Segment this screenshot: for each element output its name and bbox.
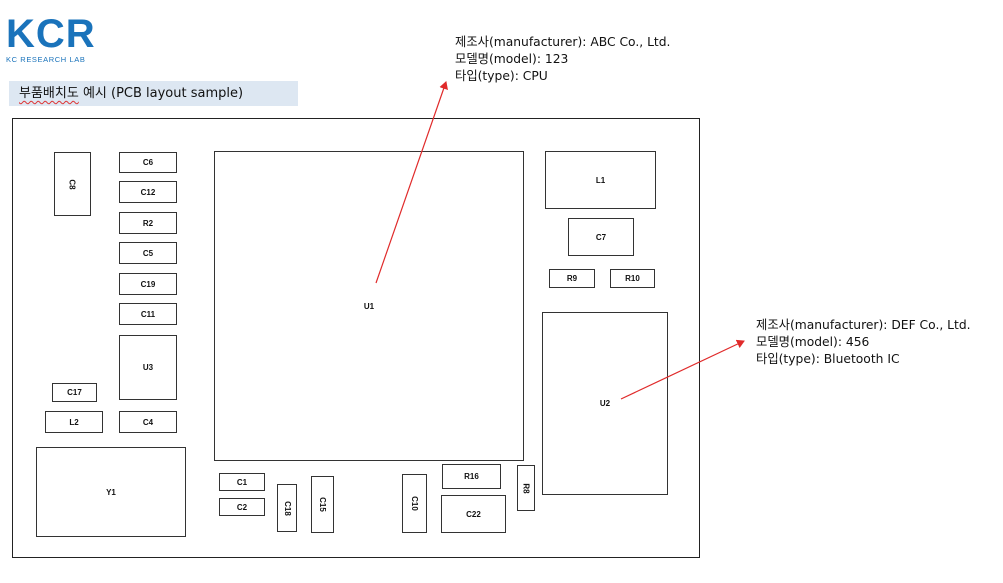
component-u2: U2 bbox=[542, 312, 668, 495]
pcb-board-outline bbox=[12, 118, 700, 558]
logo-mark: KCR bbox=[6, 12, 96, 56]
title-rest: 예시 (PCB layout sample) bbox=[78, 86, 244, 101]
component-c22: C22 bbox=[441, 495, 506, 533]
title-korean: 부품배치도 bbox=[19, 86, 79, 101]
component-c11: C11 bbox=[119, 303, 177, 325]
component-c2: C2 bbox=[219, 498, 265, 516]
component-l2: L2 bbox=[45, 411, 103, 433]
component-c18: C18 bbox=[277, 484, 297, 532]
component-r16: R16 bbox=[442, 464, 501, 489]
annotation-u1-type: 타입(type): CPU bbox=[455, 69, 548, 83]
annotation-u1: 제조사(manufacturer): ABC Co., Ltd. 모델명(mod… bbox=[455, 34, 670, 85]
annotation-u1-model: 모델명(model): 123 bbox=[455, 52, 569, 66]
logo-subtitle: KC Research Lab bbox=[6, 55, 86, 64]
annotation-u2-model: 모델명(model): 456 bbox=[756, 335, 870, 349]
component-c8: C8 bbox=[54, 152, 91, 216]
annotation-u2: 제조사(manufacturer): DEF Co., Ltd. 모델명(mod… bbox=[756, 317, 971, 368]
component-c15: C15 bbox=[311, 476, 334, 533]
component-u3: U3 bbox=[119, 335, 177, 400]
component-c5: C5 bbox=[119, 242, 177, 264]
component-c7: C7 bbox=[568, 218, 634, 256]
component-r9: R9 bbox=[549, 269, 595, 288]
component-u1: U1 bbox=[214, 151, 524, 461]
component-c10: C10 bbox=[402, 474, 427, 533]
component-l1: L1 bbox=[545, 151, 656, 209]
component-c17: C17 bbox=[52, 383, 97, 402]
component-c19: C19 bbox=[119, 273, 177, 295]
annotation-u2-manufacturer: 제조사(manufacturer): DEF Co., Ltd. bbox=[756, 318, 971, 332]
kcr-logo: KCR KC Research Lab bbox=[6, 14, 116, 64]
component-r8: R8 bbox=[517, 465, 535, 511]
component-c1: C1 bbox=[219, 473, 265, 491]
component-c12: C12 bbox=[119, 181, 177, 203]
annotation-u1-manufacturer: 제조사(manufacturer): ABC Co., Ltd. bbox=[455, 35, 671, 49]
component-r10: R10 bbox=[610, 269, 655, 288]
component-c6: C6 bbox=[119, 152, 177, 173]
component-c4: C4 bbox=[119, 411, 177, 433]
component-r2: R2 bbox=[119, 212, 177, 234]
page-title: 부품배치도 예시 (PCB layout sample) bbox=[9, 81, 298, 106]
component-y1: Y1 bbox=[36, 447, 186, 537]
annotation-u2-type: 타입(type): Bluetooth IC bbox=[756, 352, 900, 366]
